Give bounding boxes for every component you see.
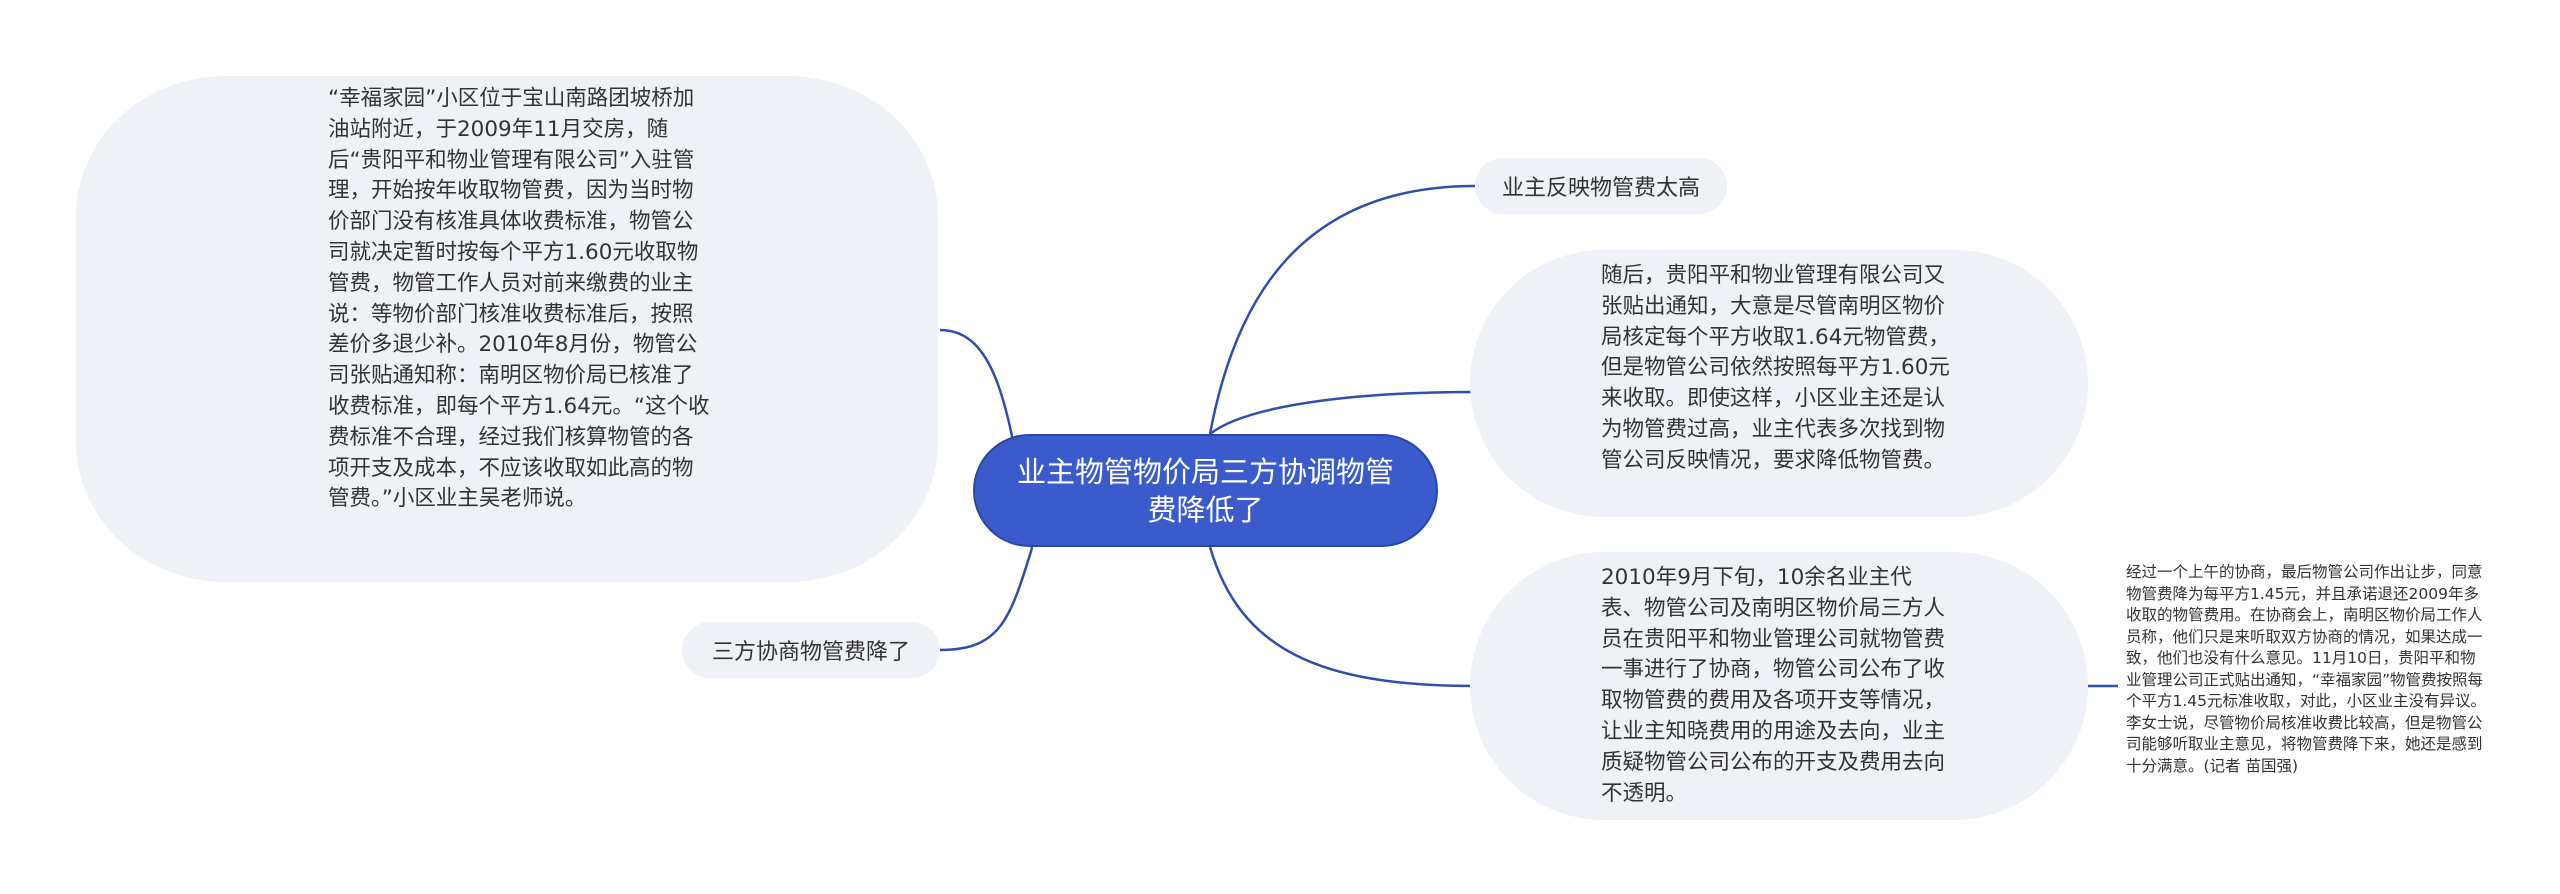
link-root-to-bottom-left-pill: [939, 547, 1034, 652]
bottom-left-branch-label: 三方协商物管费降了: [711, 640, 910, 665]
right-mid-detail-text: 随后，贵阳平和物业管理有限公司又张贴出通知，大意是尽管南明区物价局核定每个平方收…: [1601, 263, 1950, 473]
right-bottom-detail-bubble[interactable]: [1470, 552, 2088, 820]
link-root-to-right-bottom-blob: [1208, 546, 1476, 688]
root-topic-label: 业主物管物价局三方协调物管费降低了: [1016, 454, 1394, 527]
bottom-left-branch[interactable]: 三方协商物管费降了: [682, 622, 940, 678]
root-topic[interactable]: 业主物管物价局三方协调物管费降低了: [973, 434, 1438, 547]
link-root-to-top-right-pill: [1208, 184, 1476, 435]
far-right-note-text: 经过一个上午的协商，最后物管公司作出让步，同意物管费降为每平方1.45元，并且承…: [2126, 563, 2487, 775]
top-right-branch[interactable]: 业主反映物管费太高: [1475, 158, 1727, 214]
top-right-branch-label: 业主反映物管费太高: [1501, 176, 1700, 201]
link-root-to-right-mid-blob: [1209, 390, 1476, 435]
right-mid-detail-bubble[interactable]: [1470, 250, 2088, 517]
right-bottom-detail-text: 2010年9月下旬，10余名业主代表、物管公司及南明区物价局三方人员在贵阳平和物…: [1601, 565, 1946, 806]
left-detail-bubble[interactable]: [76, 76, 938, 582]
left-detail-text: “幸福家园”小区位于宝山南路团坡桥加油站附近，于2009年11月交房，随后“贵阳…: [328, 86, 710, 512]
